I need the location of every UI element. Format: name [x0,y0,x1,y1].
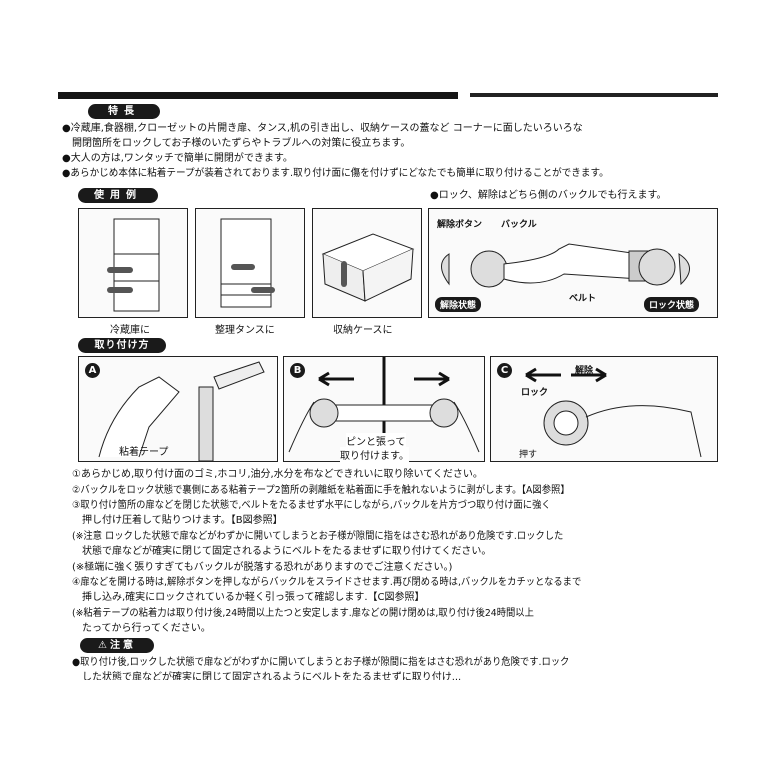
top-rule [58,92,458,99]
panel-b-letter: B [290,363,305,378]
belt-label: ベルト [569,294,597,304]
feature-line: 開閉箇所をロックしてお子様のいたずらやトラブルへの対策に役立ちます。 [62,138,411,149]
usage-heading: 使用例 [78,188,158,203]
step-line: (※粘着テープの粘着力は取り付け後,24時間以上たつと安定します.扉などの開け閉… [72,608,534,619]
panel-c-letter: C [497,363,512,378]
locked-state-tag: ロック状態 [644,297,700,312]
release-label: 解除 [575,366,594,376]
dresser-illustration [195,208,305,318]
panel-a-letter: A [85,363,100,378]
features-heading: 特長 [88,104,160,119]
step-line: ①あらかじめ,取り付け面のゴミ,ホコリ,油分,水分を布などできれいに取り除いてく… [72,469,483,480]
buckle-label: バックル [501,220,537,230]
adhesive-tape-label: 粘着テープ [119,447,169,458]
push-label: 押す [519,450,538,460]
panel-b: B ピンと張って 取り付けます。 [283,356,485,462]
caution-line: ●取り付け後,ロックした状態で扉などがわずかに開いてしまうとお子様が隙間に指をは… [72,657,570,668]
caption-dresser: 整理タンスに [215,325,275,336]
caution-line: した状態で扉などが確実に閉じて固定されるようにベルトをたるませずに取り付け... [72,672,462,680]
fridge-illustration [78,208,188,318]
panel-c: C ロック 解除 押す [490,356,718,462]
caution-heading: ⚠注意 [80,638,154,653]
install-heading: 取り付け方 [78,338,166,353]
step-line: ③取り付け箇所の扉などを閉じた状態で,ベルトをたるませず水平にしながら,バックル… [72,500,551,511]
storage-case-illustration [312,208,422,318]
feature-line: ●大人の方は,ワンタッチで簡単に開閉ができます。 [62,153,293,164]
pull-tight-label: ピンと張って [346,433,406,448]
lock-label: ロック [521,388,549,398]
step-line: ②バックルをロック状態で裏側にある粘着テープ2箇所の剥離紙を粘着面に手を触れない… [72,485,570,496]
step-line: (※極端に強く張りすぎてもバックルが脱落する恐れがありますのでご注意ください。) [72,562,453,573]
unlocked-state-tag: 解除状態 [435,297,482,312]
step-line: 状態で扉などが確実に閉じて固定されるようにベルトをたるませずに取り付けてください… [72,546,492,557]
feature-line: ●冷蔵庫,食器棚,クローゼットの片開き扉、タンス,机の引き出し、収納ケースの蓋な… [62,123,583,134]
panel-a: A 粘着テープ [78,356,278,462]
feature-line: ●あらかじめ本体に粘着テープが装着されております.取り付け面に傷を付けずにどなた… [62,168,609,179]
release-button-label: 解除ボタン [437,220,483,230]
step-line: たってから行ってください。 [72,623,211,634]
usage-note: ●ロック、解除はどちら側のバックルでも行えます。 [430,190,667,201]
top-rule-right [470,93,718,97]
step-line: ④扉などを開ける時は,解除ボタンを押しながらバックルをスライドさせます.再び閉め… [72,577,582,588]
step-line: (※注意 ロックした状態で扉などがわずかに開いてしまうとお子様が隙間に指をはさむ… [72,531,564,542]
attach-label: 取り付けます。 [340,447,409,462]
step-line: 押し付け圧着して貼りつけます。【B図参照】 [72,515,283,526]
buckle-diagram: 解除ボタン バックル ベルト 解除状態 ロック状態 [428,208,718,318]
step-line: 挿し込み,確実にロックされているか軽く引っ張って確認します.【C図参照】 [72,592,425,603]
caption-case: 収納ケースに [333,325,393,336]
caption-fridge: 冷蔵庫に [110,325,150,336]
